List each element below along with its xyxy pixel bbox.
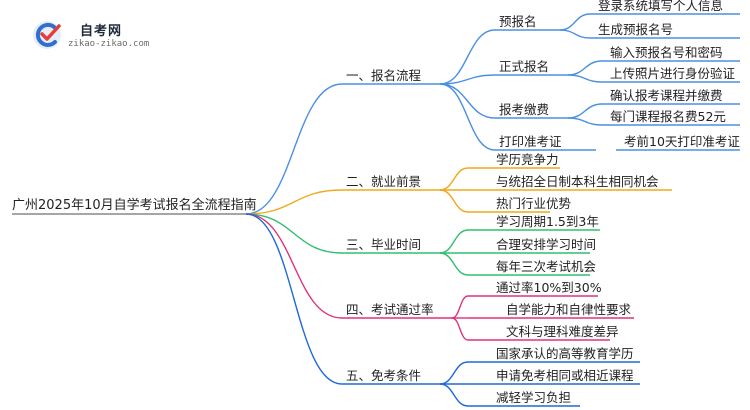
b1-leaf-2-2: 上传照片进行身份验证 <box>610 66 736 81</box>
connector-b1-sub-1 <box>439 29 496 85</box>
connector-branch-3 <box>245 213 343 254</box>
b3-leaf-1: 学习周期1.5到3年 <box>496 214 599 229</box>
b1-sub-4-label: 打印准考证 <box>499 134 562 149</box>
b2-leaf-3: 热门行业优势 <box>496 196 572 211</box>
b4-leaf-3: 文科与理科难度差异 <box>506 324 619 339</box>
connector-b2-leaf-3 <box>439 189 469 213</box>
b5-leaf-1: 国家承认的高等教育学历 <box>496 346 634 361</box>
b1-leaf-3-2: 每门课程报名费52元 <box>610 109 726 124</box>
connector-b1-sub-3 <box>439 83 496 119</box>
b2-leaf-1: 学历竞争力 <box>496 152 559 167</box>
connector-b3-leaf-3 <box>439 252 469 276</box>
b3-leaf-2: 合理安排学习时间 <box>496 237 597 252</box>
branch-3-label: 三、毕业时间 <box>346 237 422 252</box>
branch-4-label: 四、考试通过率 <box>346 302 434 317</box>
b1-sub-1-label: 预报名 <box>499 14 537 29</box>
b3-leaf-3: 每年三次考试机会 <box>496 259 597 274</box>
logo-subtitle: zikao-zikao.com <box>68 39 150 49</box>
connector-branch-4 <box>245 213 343 319</box>
b1-sub-2-label: 正式报名 <box>499 59 550 74</box>
b1-sub-3-label: 报考缴费 <box>499 102 550 117</box>
b2-leaf-2: 与统招全日制本科生相同机会 <box>496 174 659 189</box>
connector-branch-2 <box>245 189 343 215</box>
logo-title: 自考网 <box>80 24 123 39</box>
branch-1-label: 一、报名流程 <box>346 68 422 83</box>
b5-leaf-3: 减轻学习负担 <box>496 390 572 405</box>
b1-leaf-2-1: 输入预报名号和密码 <box>610 45 723 60</box>
connector-b1-leaf-3-1 <box>567 103 603 119</box>
connector-b5-leaf-1 <box>439 361 469 385</box>
root-node: 广州2025年10月自学考试报名全流程指南 <box>12 198 257 213</box>
connector-b4-leaf-3 <box>451 317 469 341</box>
connector-b1-sub-2 <box>439 74 496 85</box>
connector-b1-leaf-1-1 <box>559 13 591 31</box>
b1-leaf-1-2: 生成预报名号 <box>598 22 674 37</box>
connector-branch-1 <box>245 83 343 215</box>
b1-leaf-4-1: 考前10天打印准考证 <box>624 134 740 149</box>
connector-b1-leaf-2-2 <box>567 74 603 83</box>
b1-leaf-3-1: 确认报考课程并缴费 <box>610 88 723 103</box>
connector-b1-sub-4 <box>439 83 496 151</box>
b4-leaf-2: 自学能力和自律性要求 <box>506 302 632 317</box>
connector-b2-leaf-1 <box>439 167 469 191</box>
connector-branch-5 <box>245 213 343 385</box>
branch-5-label: 五、免考条件 <box>346 368 422 383</box>
b4-leaf-1: 通过率10%到30% <box>496 280 602 295</box>
connector-b1-leaf-2-1 <box>567 60 603 76</box>
logo-icon <box>33 21 61 49</box>
branch-2-label: 二、就业前景 <box>346 174 422 189</box>
connector-b4-leaf-1 <box>451 295 469 319</box>
connector-b3-leaf-1 <box>439 229 469 254</box>
site-logo[interactable]: 自考网 zikao-zikao.com <box>30 18 170 54</box>
connector-b1-leaf-3-2 <box>567 117 603 126</box>
connector-b5-leaf-3 <box>439 383 469 407</box>
b5-leaf-2: 申请免考相同或相近课程 <box>496 368 634 383</box>
b1-leaf-1-1: 登录系统填写个人信息 <box>598 0 724 13</box>
connector-b1-leaf-1-2 <box>559 29 591 39</box>
